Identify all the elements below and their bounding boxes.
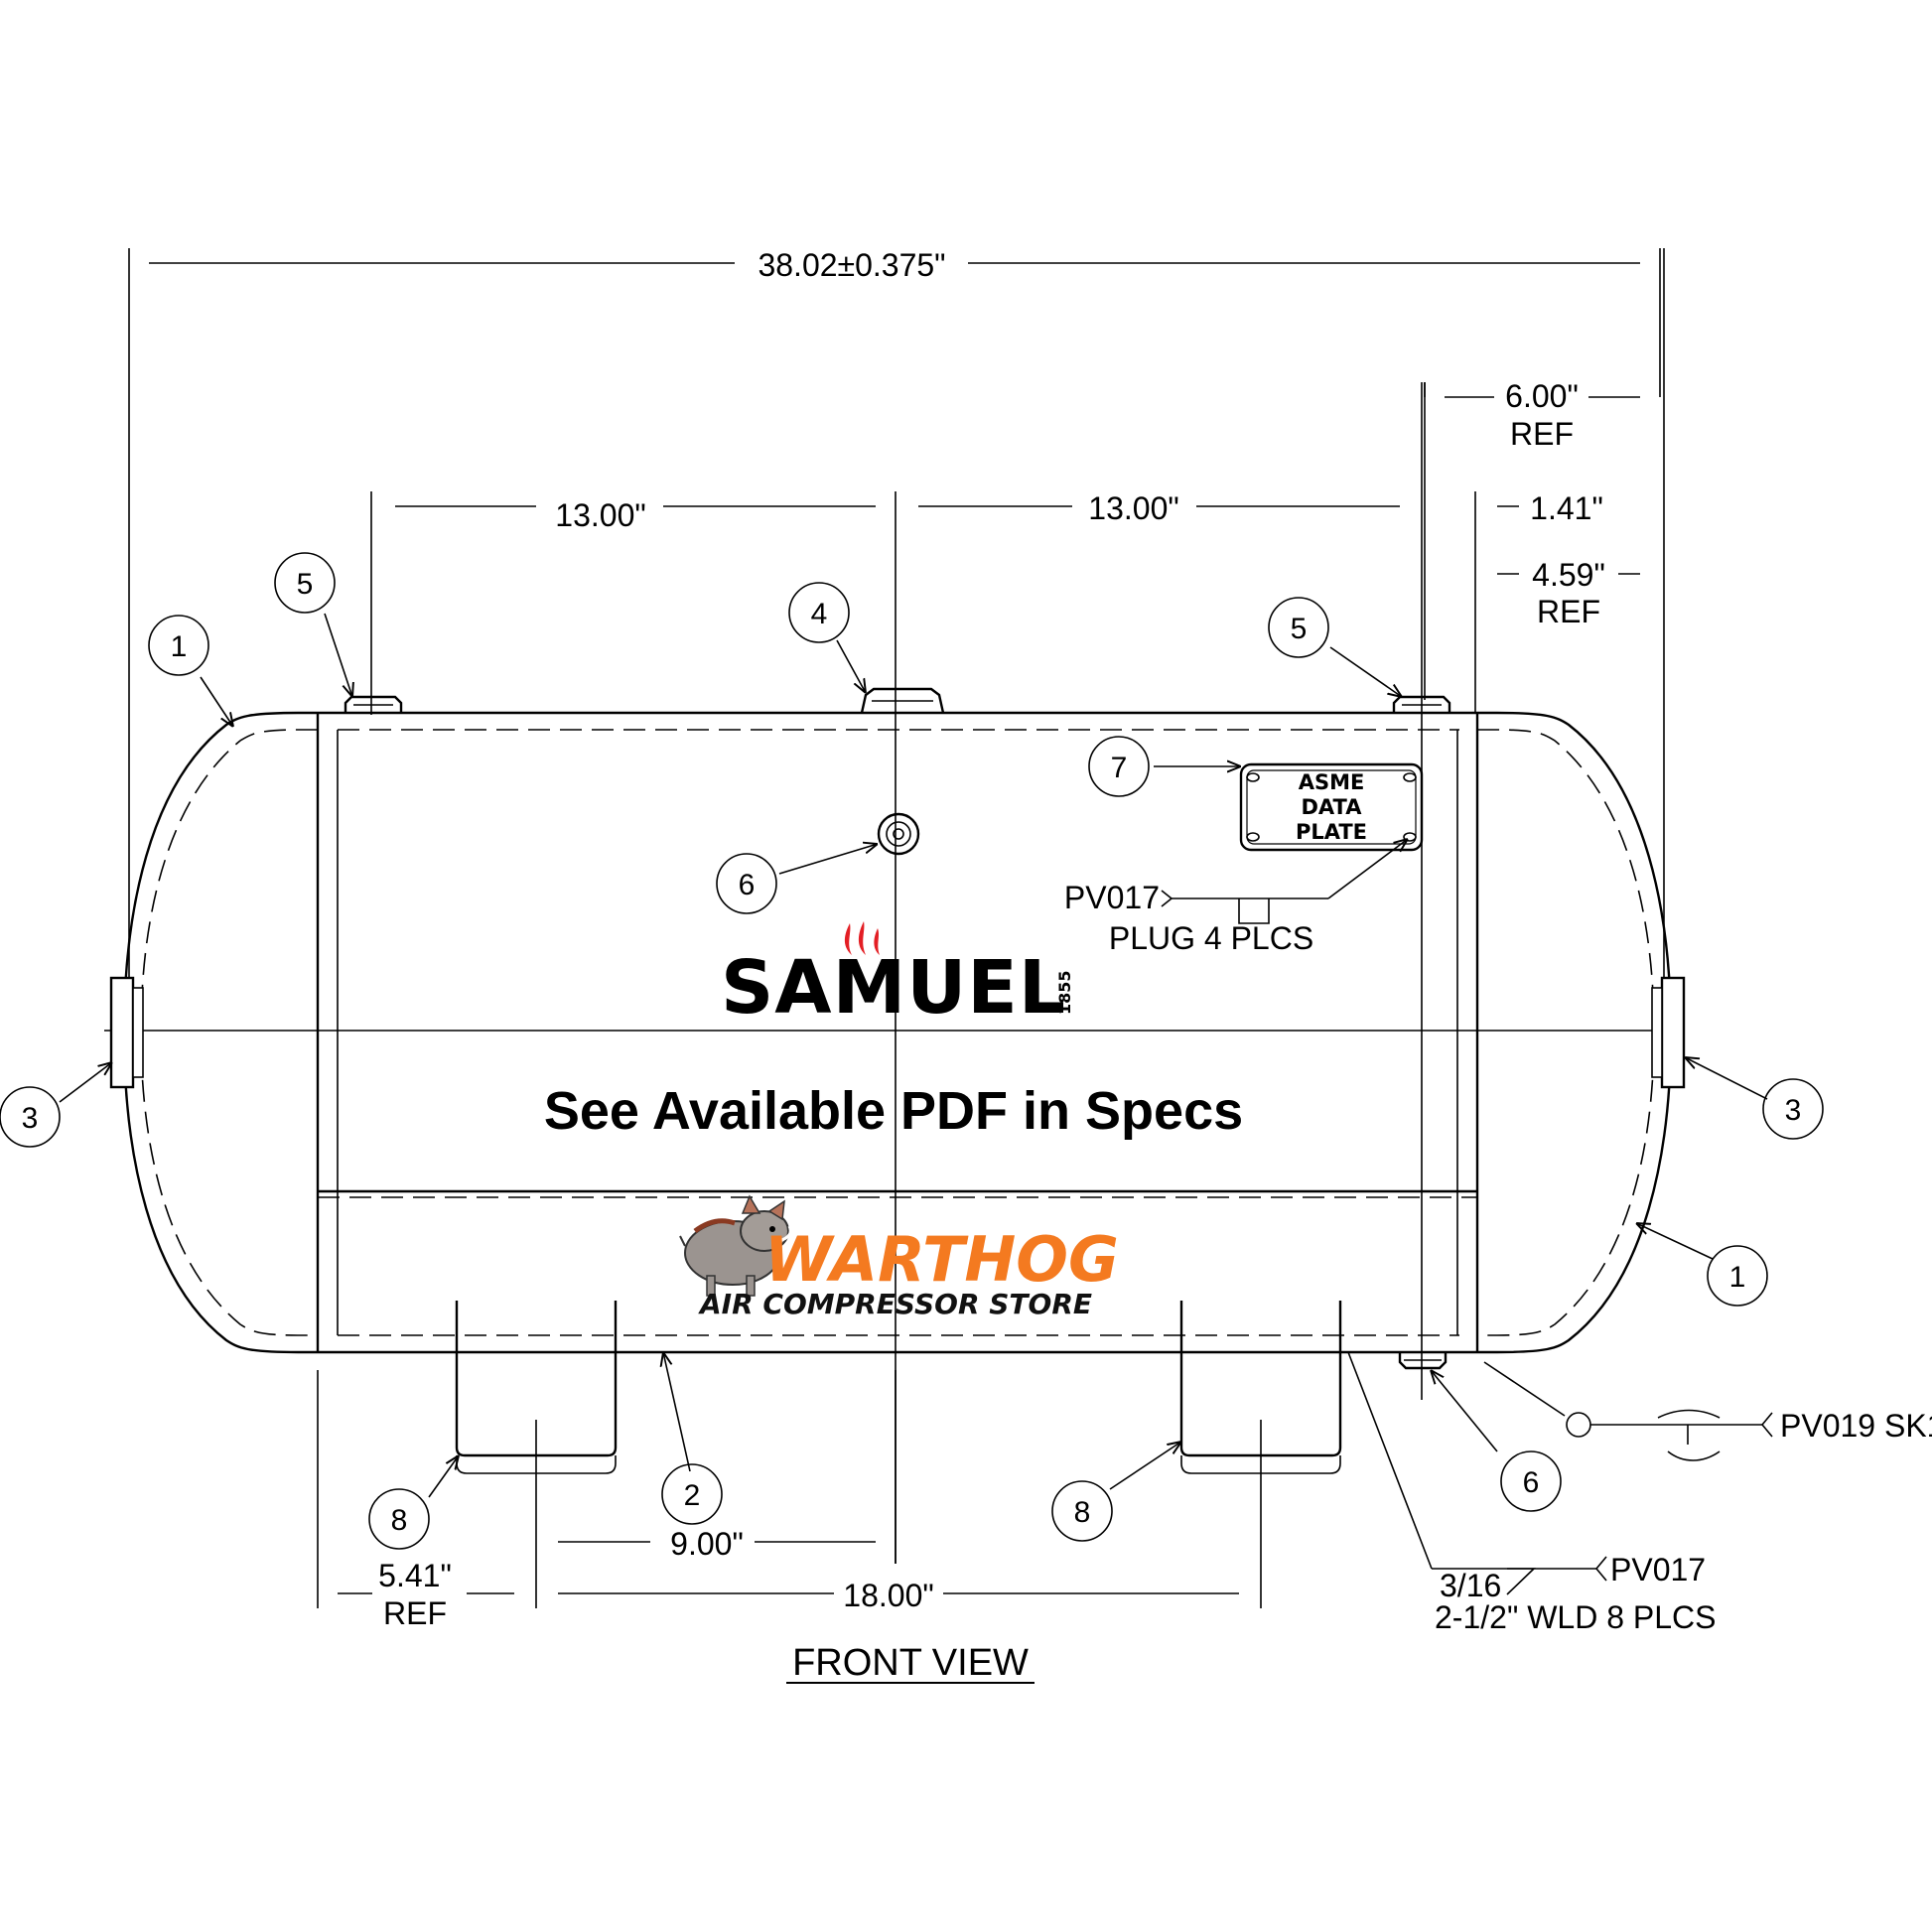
svg-text:1: 1 [1729, 1261, 1746, 1294]
balloon-6-bottom: 6 [1500, 1450, 1562, 1512]
samuel-wordmark: SAMUEL [721, 945, 1066, 1031]
dimension-texts: 38.02±0.375" 6.00" REF 13.00" 13.00" 1.4… [378, 247, 1605, 1631]
svg-text:4: 4 [811, 598, 828, 630]
dim-fitting-offset: 1.41" [1530, 490, 1603, 526]
dim-left-spacing: 13.00" [555, 497, 645, 533]
warthog-logo: WARTHOG AIR COMPRESSOR STORE [679, 1194, 1119, 1320]
balloon-5-left: 5 [274, 552, 336, 614]
center-lines [128, 248, 1665, 1564]
weld-code: PV017 [1610, 1552, 1706, 1587]
dim-leg-offset: 5.41" [378, 1558, 452, 1593]
sketch-ref: PV019 SK1 [1780, 1408, 1932, 1444]
end-coupling-left [109, 976, 144, 1089]
left-head [122, 711, 318, 1354]
notes: PV017 PLUG 4 PLCS PV017 3/16 2-1/2" WLD … [1064, 880, 1932, 1635]
weld-size: 3/16 [1440, 1568, 1501, 1603]
dimension-lines [149, 248, 1661, 1608]
leg-right [1179, 1301, 1342, 1608]
svg-text:3: 3 [1785, 1094, 1802, 1127]
balloon-8-right: 8 [1051, 1480, 1113, 1542]
end-coupling-right [1651, 976, 1686, 1089]
dim-head-ref: 6.00" [1505, 378, 1579, 414]
svg-text:7: 7 [1111, 752, 1128, 784]
dim-leg-center: 9.00" [670, 1526, 744, 1562]
bottom-drain-coupling [1398, 1352, 1448, 1370]
balloons: 1 5 4 5 7 6 3 3 1 2 8 8 6 [0, 552, 1824, 1550]
dim-overall-length: 38.02±0.375" [758, 247, 945, 283]
samuel-year: 1855 [1055, 970, 1074, 1015]
half-coupling-left [344, 695, 403, 713]
dim-right-spacing: 13.00" [1088, 490, 1178, 526]
tank-body [104, 711, 1678, 1354]
balloon-1-left: 1 [148, 615, 209, 676]
balloon-5-right: 5 [1268, 597, 1329, 658]
top-coupling [860, 687, 945, 714]
balloon-2: 2 [661, 1463, 723, 1525]
warthog-mascot-icon [679, 1194, 792, 1297]
plate-line-2: DATA [1301, 795, 1362, 819]
svg-text:6: 6 [1523, 1466, 1540, 1499]
samuel-logo: SAMUEL 1855 [721, 921, 1074, 1031]
svg-text:2: 2 [684, 1479, 701, 1512]
balloon-8-left: 8 [368, 1488, 430, 1550]
dim-fitting-ref-note: REF [1537, 594, 1600, 629]
weld-text: 2-1/2" WLD 8 PLCS [1435, 1599, 1716, 1635]
balloon-6-front: 6 [716, 853, 777, 914]
dim-head-ref-note: REF [1510, 416, 1574, 452]
balloon-3-right: 3 [1762, 1078, 1824, 1140]
svg-text:6: 6 [739, 869, 756, 901]
front-drain [877, 812, 920, 856]
leg-left [455, 1301, 618, 1608]
view-title: FRONT VIEW [792, 1642, 1029, 1684]
warthog-subtitle: AIR COMPRESSOR STORE [698, 1288, 1092, 1320]
dim-leg-spacing: 18.00" [843, 1578, 933, 1613]
dim-leg-offset-note: REF [383, 1595, 447, 1631]
svg-text:8: 8 [1074, 1496, 1091, 1529]
balloon-4: 4 [788, 582, 850, 643]
plate-line-3: PLATE [1296, 820, 1367, 844]
svg-text:3: 3 [22, 1102, 39, 1135]
svg-text:1: 1 [171, 630, 188, 663]
plug-text: PLUG 4 PLCS [1109, 920, 1313, 956]
plate-line-1: ASME [1299, 770, 1365, 794]
dim-fitting-ref: 4.59" [1532, 557, 1605, 593]
balloon-7: 7 [1088, 736, 1150, 797]
balloon-3-left: 3 [0, 1086, 61, 1148]
right-head [1477, 711, 1673, 1354]
svg-text:8: 8 [391, 1504, 408, 1537]
svg-text:5: 5 [1291, 613, 1308, 645]
leader-lines [59, 613, 1773, 1595]
balloon-1-right: 1 [1707, 1245, 1768, 1307]
asme-data-plate: ASME DATA PLATE [1239, 762, 1424, 852]
plug-code: PV017 [1064, 880, 1160, 915]
svg-text:5: 5 [297, 568, 314, 601]
watermark-note: See Available PDF in Specs [544, 1081, 1243, 1141]
warthog-wordmark: WARTHOG [764, 1223, 1119, 1296]
